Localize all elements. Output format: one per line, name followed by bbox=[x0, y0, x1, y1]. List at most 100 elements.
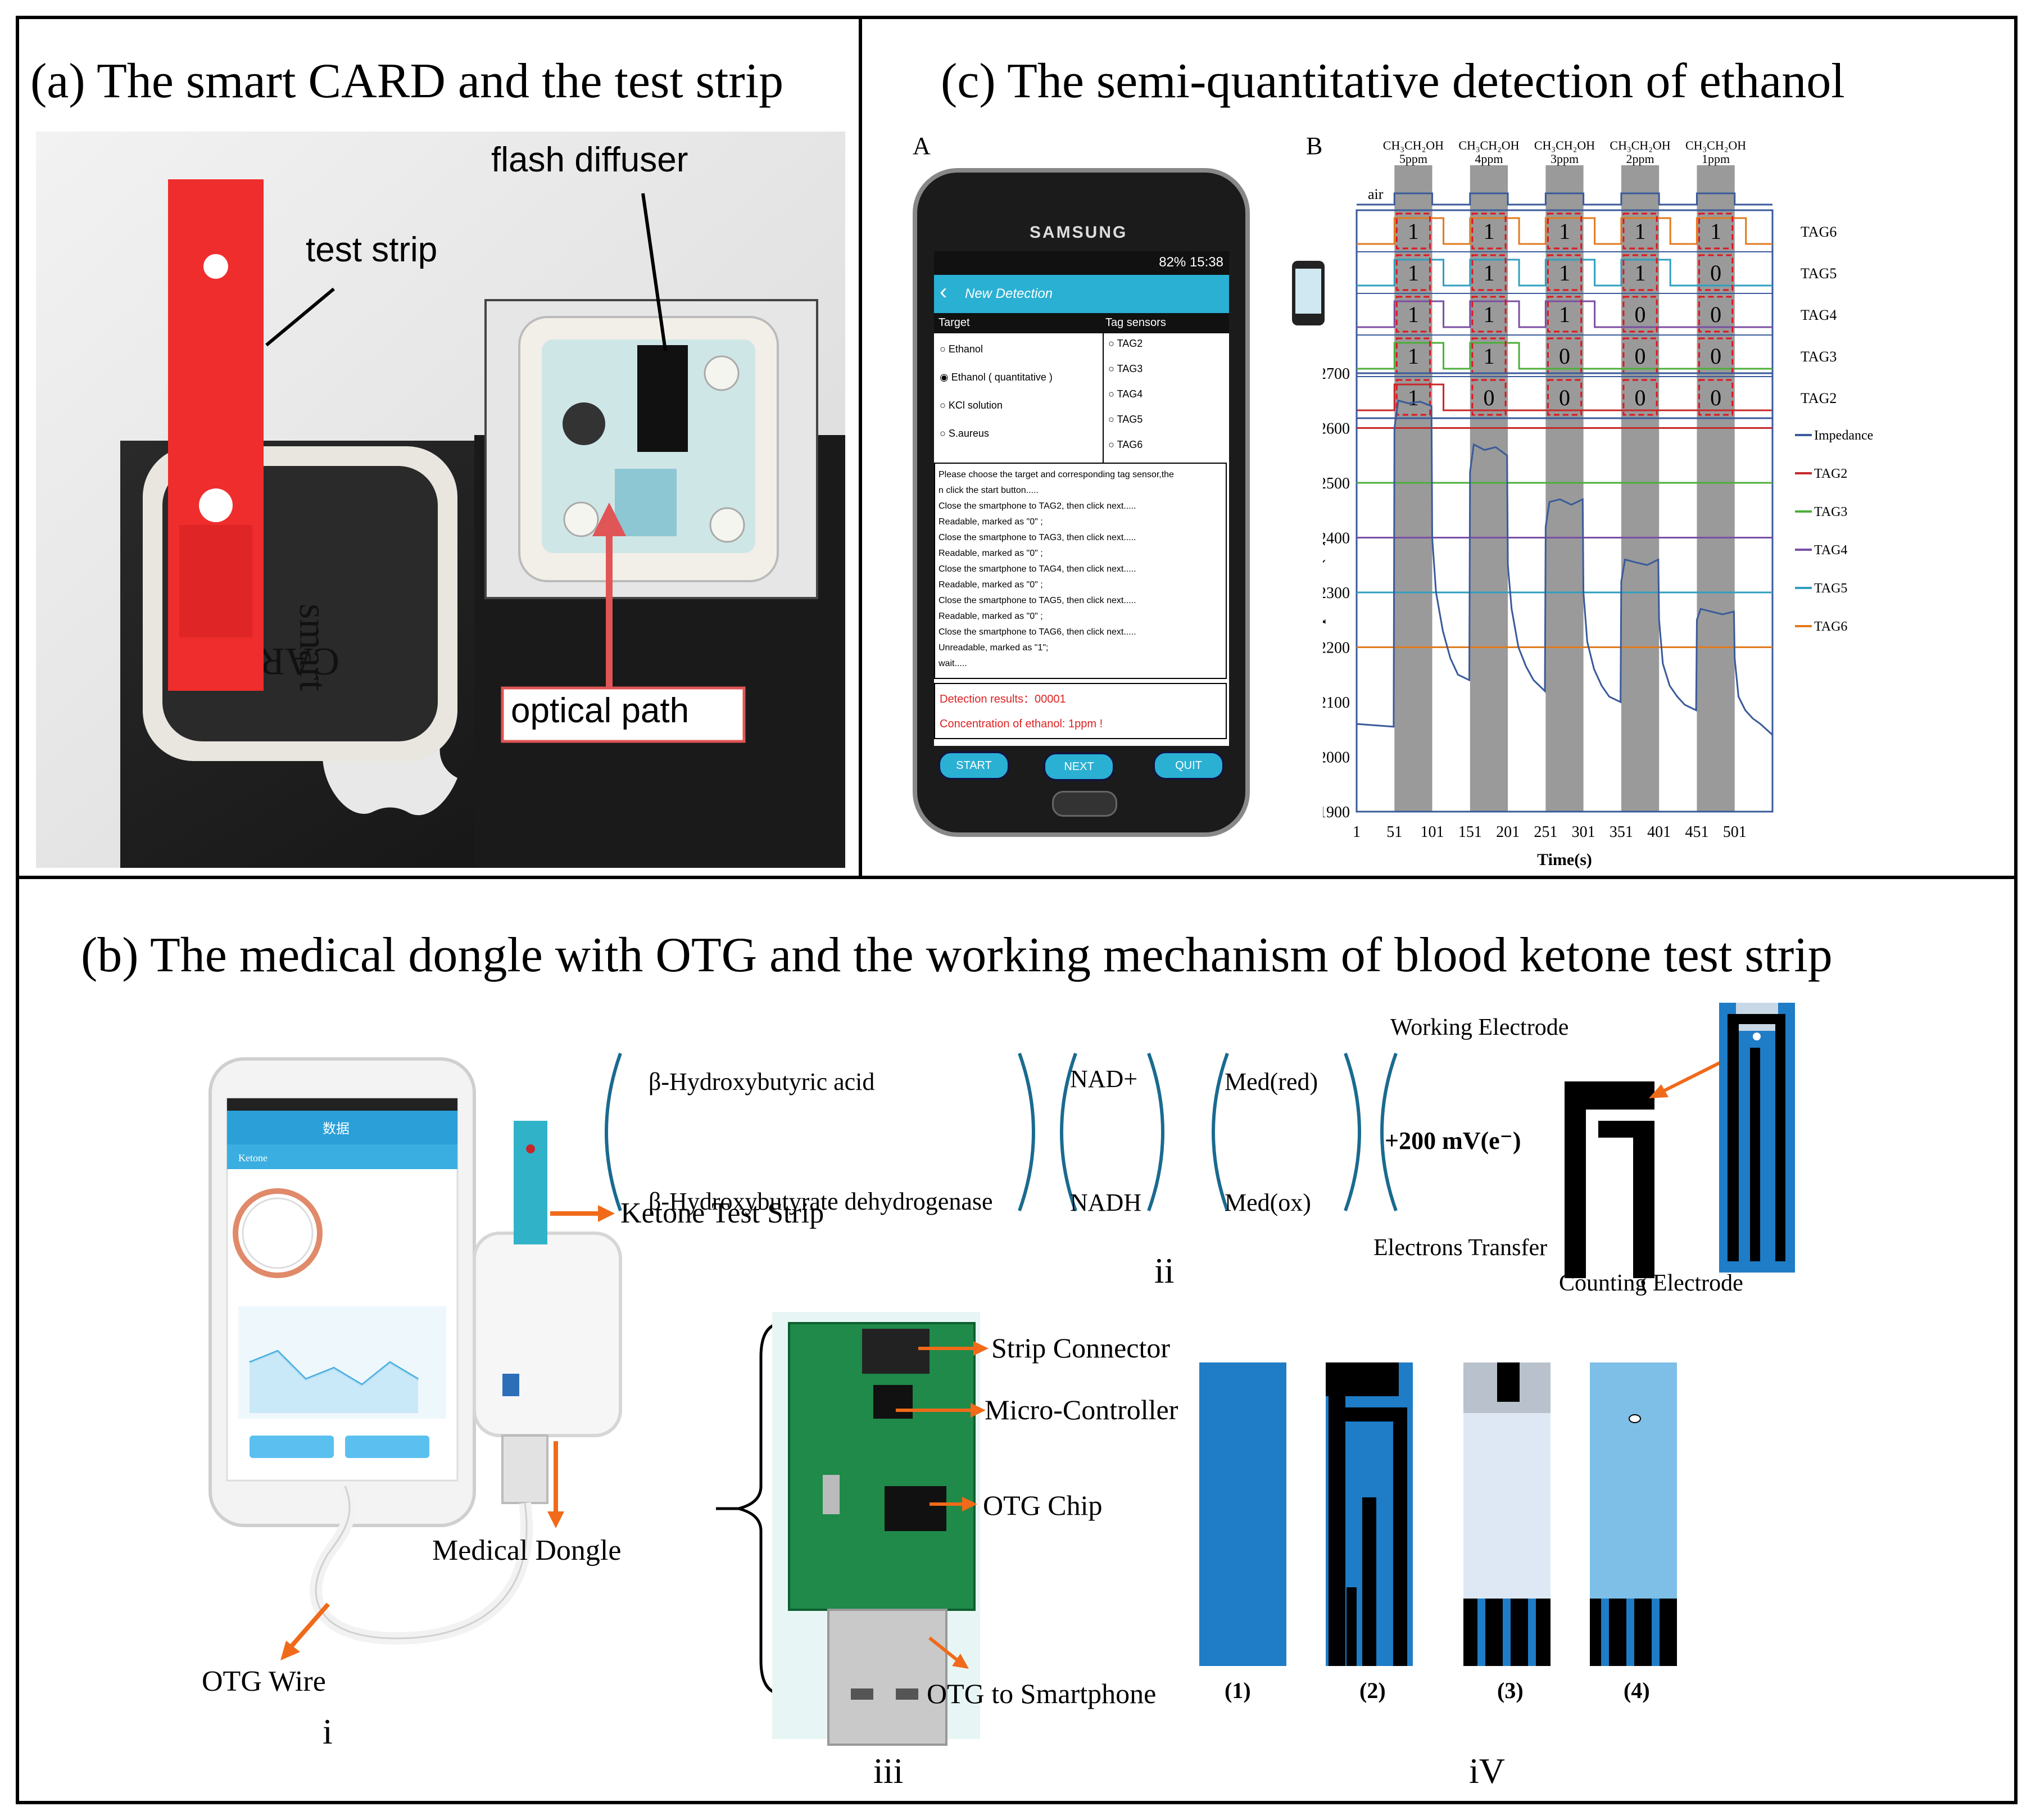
label-nadh: NADH bbox=[1070, 1189, 1142, 1216]
electrode-diagram bbox=[1565, 1003, 1795, 1289]
roman-i: i bbox=[323, 1712, 333, 1751]
tag-bit-box bbox=[1395, 212, 1431, 250]
y-tick-label: 2100 bbox=[1323, 694, 1350, 712]
strip-layer-1 bbox=[1199, 1362, 1286, 1666]
radio-target-ethanol-quant[interactable]: ◉ Ethanol ( quantitative ) bbox=[940, 372, 1053, 383]
tag-bit-box bbox=[1698, 212, 1734, 250]
tag-bit-value: 0 bbox=[1483, 385, 1494, 410]
back-chevron-icon[interactable]: ‹ bbox=[940, 279, 948, 304]
label-strip-2: (2) bbox=[1359, 1678, 1386, 1703]
log-line: Close the smartphone to TAG3, then click… bbox=[939, 533, 1136, 542]
log-line: Readable, marked as "0" ; bbox=[939, 549, 1043, 558]
exposure-label-top: CH₃CH₂OH bbox=[1534, 138, 1595, 152]
radio-tag4[interactable]: ○ TAG4 bbox=[1108, 388, 1143, 400]
radio-target-saureus[interactable]: ○ S.aureus bbox=[940, 428, 989, 439]
radio-tag5[interactable]: ○ TAG5 bbox=[1108, 414, 1143, 425]
tag-bit-value: 1 bbox=[1408, 302, 1419, 327]
quit-button[interactable]: QUIT bbox=[1153, 751, 1224, 780]
x-tick-label: 451 bbox=[1685, 823, 1708, 841]
flash-diffuser-block bbox=[637, 345, 688, 452]
tag-bit-value: 1 bbox=[1483, 302, 1494, 327]
usb-connector bbox=[827, 1609, 948, 1746]
tag-bit-value: 1 bbox=[1483, 343, 1494, 369]
tag-trace bbox=[1357, 217, 1772, 245]
y-tick-label: 2300 bbox=[1323, 585, 1350, 602]
tag-bit-value: 0 bbox=[1635, 385, 1646, 410]
tag-bit-value: 1 bbox=[1559, 260, 1570, 286]
label-bhbd: β-Hydroxybutyrate dehydrogenase bbox=[649, 1188, 993, 1215]
x-tick-label: 301 bbox=[1572, 823, 1595, 841]
log-line: n click the start button..... bbox=[939, 486, 1039, 495]
tag-row-label: TAG2 bbox=[1801, 390, 1837, 406]
target-list: ○ Ethanol ◉ Ethanol ( quantitative ) ○ K… bbox=[934, 333, 1104, 463]
tag-bit-value: 1 bbox=[1483, 260, 1494, 286]
panel-a: (a) The smart CARD and the test strip sm… bbox=[16, 16, 862, 879]
tag-bit-value: 0 bbox=[1559, 343, 1570, 369]
log-line: Unreadable, marked as "1"; bbox=[939, 643, 1049, 653]
tag-bit-value: 1 bbox=[1408, 385, 1419, 410]
tag-bit-value: 1 bbox=[1408, 260, 1419, 286]
x-tick-label: 1 bbox=[1353, 823, 1361, 841]
tag-row-label: TAG3 bbox=[1801, 348, 1837, 365]
concentration-text: Concentration of ethanol: 1ppm ! bbox=[940, 718, 1103, 730]
legend-entry: TAG4 bbox=[1814, 543, 1847, 558]
tag-bit-value: 1 bbox=[1559, 219, 1570, 244]
impedance-chart: CH₃CH₂OH5ppmCH₃CH₂OH4ppmCH₃CH₂OH3ppmCH₃C… bbox=[1323, 138, 1873, 869]
y-tick-label: 2500 bbox=[1323, 475, 1350, 492]
tag-bit-box bbox=[1622, 379, 1658, 416]
label-med-ox: Med(ox) bbox=[1225, 1189, 1311, 1216]
phone-brand: SAMSUNG bbox=[1030, 223, 1128, 242]
label-strip-connector: Strip Connector bbox=[991, 1332, 1171, 1364]
radio-tag6[interactable]: ○ TAG6 bbox=[1108, 439, 1143, 450]
radio-tag3[interactable]: ○ TAG3 bbox=[1108, 363, 1143, 374]
panel-a-title: (a) The smart CARD and the test strip bbox=[30, 54, 784, 108]
x-tick-label: 151 bbox=[1458, 823, 1482, 841]
tag-trace bbox=[1357, 300, 1772, 328]
sub-label-a: A bbox=[913, 132, 931, 160]
exposure-label-top: CH₃CH₂OH bbox=[1383, 138, 1444, 152]
radio-target-ethanol[interactable]: ○ Ethanol bbox=[940, 343, 983, 355]
tag-bit-box bbox=[1395, 379, 1431, 416]
exposure-label-top: CH₃CH₂OH bbox=[1610, 138, 1670, 152]
samsung-phone: SAMSUNG 82% 15:38 ‹ New Detection Target… bbox=[913, 168, 1250, 837]
y-tick-label: 2400 bbox=[1323, 530, 1350, 547]
y-tick-label: 1900 bbox=[1323, 804, 1350, 821]
radio-target-kcl[interactable]: ○ KCl solution bbox=[940, 400, 1003, 411]
home-button[interactable] bbox=[1052, 791, 1117, 817]
tag-bit-value: 0 bbox=[1710, 343, 1721, 369]
radio-tag2[interactable]: ○ TAG2 bbox=[1108, 338, 1143, 349]
mini-phone-icon bbox=[1292, 261, 1325, 325]
panel-b-title: (b) The medical dongle with OTG and the … bbox=[81, 928, 1833, 983]
label-test-strip: test strip bbox=[306, 230, 438, 269]
exposure-label-bottom: 4ppm bbox=[1475, 152, 1503, 166]
phone-status-bar: 82% 15:38 bbox=[934, 251, 1229, 275]
x-tick-label: 351 bbox=[1610, 823, 1633, 841]
label-otg-chip: OTG Chip bbox=[983, 1489, 1103, 1521]
target-column-header: Target Tag sensors bbox=[934, 313, 1229, 333]
start-button[interactable]: START bbox=[939, 751, 1009, 780]
panel-b: (b) The medical dongle with OTG and the … bbox=[16, 876, 2018, 1804]
tag-bit-box bbox=[1622, 296, 1658, 333]
y-tick-label: 2000 bbox=[1323, 749, 1350, 767]
x-axis-label: Time(s) bbox=[1537, 850, 1592, 869]
tag-trace bbox=[1357, 259, 1772, 287]
log-line: Readable, marked as "0" ; bbox=[939, 517, 1043, 527]
tag-bit-value: 1 bbox=[1559, 302, 1570, 327]
phone-app-title: New Detection bbox=[965, 286, 1053, 301]
label-strip-1: (1) bbox=[1225, 1678, 1251, 1703]
tag-bit-value: 0 bbox=[1710, 385, 1721, 410]
label-medical-dongle: Medical Dongle bbox=[432, 1534, 622, 1567]
tag-bit-box bbox=[1547, 254, 1583, 291]
label-optical-path: optical path bbox=[511, 691, 690, 730]
x-tick-label: 101 bbox=[1421, 823, 1444, 841]
exposure-label-top: CH₃CH₂OH bbox=[1458, 138, 1519, 152]
phone-app-header: ‹ New Detection bbox=[934, 275, 1229, 313]
x-tick-label: 501 bbox=[1723, 823, 1747, 841]
panel-c-title: (c) The semi-quantitative detection of e… bbox=[941, 54, 1845, 108]
card-brand-text: smart bbox=[291, 604, 334, 691]
roman-iii: iii bbox=[873, 1751, 904, 1791]
tag-bit-box bbox=[1622, 254, 1658, 291]
label-micro-controller: Micro-Controller bbox=[985, 1394, 1178, 1425]
label-counting-electrode: Counting Electrode bbox=[1559, 1270, 1743, 1296]
next-button[interactable]: NEXT bbox=[1044, 753, 1114, 781]
